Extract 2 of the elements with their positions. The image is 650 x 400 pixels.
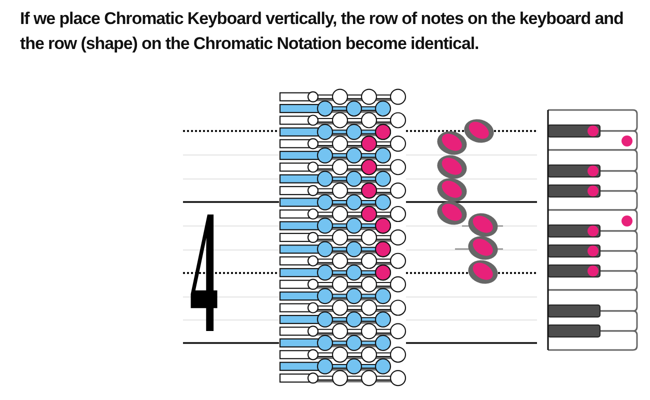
time-signature-digit: 4 <box>190 211 218 335</box>
title-heading: If we place Chromatic Keyboard vertically, the row of notes on the keyboard and the row (shape) on the Chromatic Notation become identical. <box>20 8 624 55</box>
